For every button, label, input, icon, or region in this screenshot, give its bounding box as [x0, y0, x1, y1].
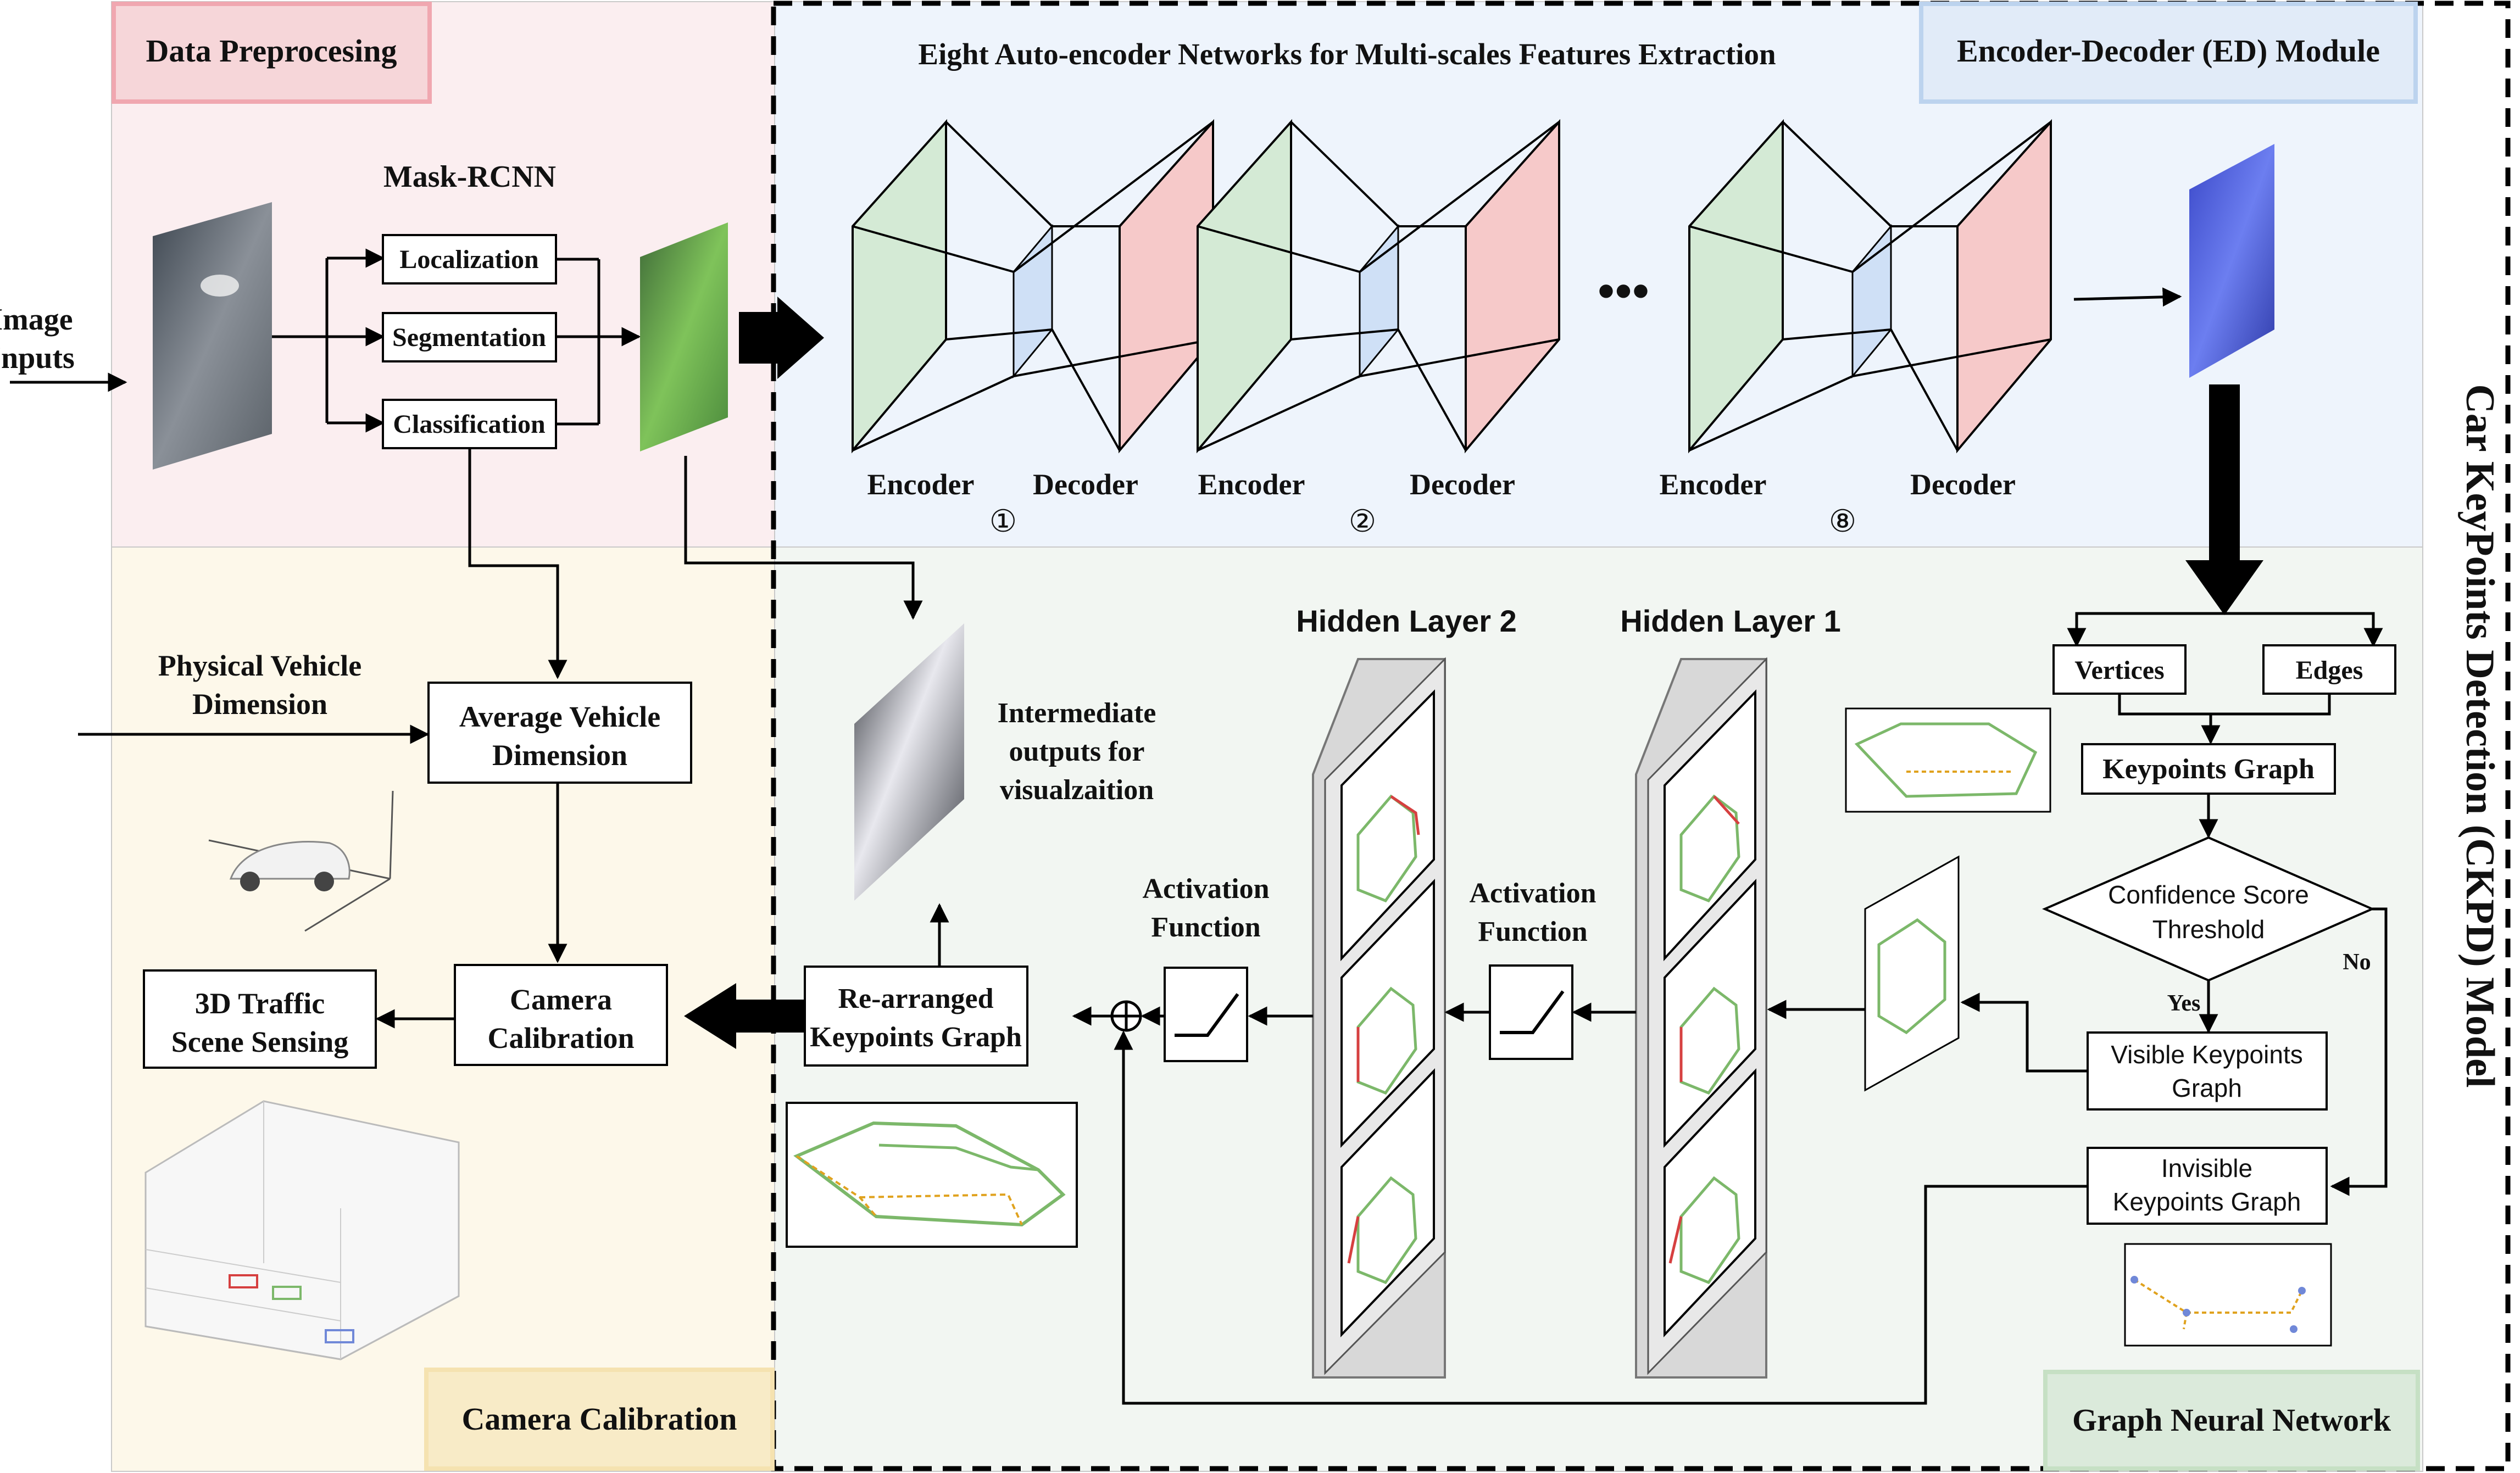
input-image-thumbnail	[153, 202, 272, 470]
invisible-graph-thumbnail	[2124, 1243, 2332, 1347]
sum-operator	[1110, 1000, 1142, 1032]
svg-text:Scene Sensing: Scene Sensing	[171, 1025, 349, 1058]
intermediate-label-3: visualzaition	[1000, 774, 1154, 806]
keypoints-graph-box: Keypoints Graph	[2081, 743, 2336, 795]
hidden-layer-2	[1312, 657, 1446, 1379]
physical-dimension-label: Physical Vehicle	[158, 649, 362, 682]
hidden-layer-1-label: Hidden Layer 1	[1620, 604, 1840, 638]
segmentation-box: Segmentation	[382, 312, 557, 362]
heatmap-image	[2189, 144, 2274, 378]
ckpd-model-boundary	[771, 1, 2511, 1471]
arrow-to-heatmap	[2073, 287, 2182, 307]
intermediate-output-image	[854, 623, 964, 901]
svg-text:Camera Calibration: Camera Calibration	[462, 1401, 737, 1437]
classification-box: Classification	[382, 399, 557, 449]
svg-text:Classification: Classification	[393, 410, 545, 439]
physical-dimension-label-2: Dimension	[192, 688, 327, 721]
svg-text:Data Preprocesing: Data Preprocesing	[146, 33, 397, 69]
svg-text:Keypoints Graph: Keypoints Graph	[810, 1022, 1022, 1053]
encoder-label-1: Encoder	[867, 468, 975, 501]
activation-label-1: Activation	[1469, 878, 1596, 909]
hidden-layer-2-label: Hidden Layer 2	[1296, 604, 1516, 638]
arrow-thick-to-calibration	[684, 983, 805, 1049]
localization-box: Localization	[382, 234, 557, 284]
autoencoder-1	[852, 119, 1214, 454]
car-icon	[201, 275, 239, 297]
encoder-label-2: Encoder	[1198, 468, 1305, 501]
3d-plot-thumbnail	[144, 1100, 460, 1360]
arrow-no-branch	[2330, 907, 2388, 1196]
invisible-keypoints-box: Invisible Keypoints Graph	[2087, 1147, 2328, 1225]
svg-text:Threshold: Threshold	[2152, 915, 2265, 944]
svg-text:Visible Keypoints: Visible Keypoints	[2111, 1040, 2302, 1069]
section-label-gnn: Graph Neural Network	[2043, 1370, 2420, 1471]
rearranged-graph-thumbnail	[786, 1102, 1078, 1248]
activation-box-1	[1489, 964, 1573, 1060]
autoencoder-2	[1197, 119, 1560, 454]
autoencoder-number-2: ②	[1349, 504, 1376, 538]
svg-text:Re-arranged: Re-arranged	[838, 983, 993, 1014]
yes-label: Yes	[2167, 991, 2201, 1016]
image-inputs-label: Image	[0, 303, 73, 337]
section-label-ed-module: Encoder-Decoder (ED) Module	[1919, 2, 2418, 104]
svg-text:Segmentation: Segmentation	[392, 323, 546, 352]
vertices-box: Vertices	[2052, 644, 2187, 695]
ed-title: Eight Auto-encoder Networks for Multi-sc…	[918, 37, 1776, 71]
intermediate-label: Intermediate	[998, 698, 1156, 729]
intermediate-label-2: outputs for	[1009, 736, 1144, 767]
activation-box-2	[1164, 967, 1248, 1062]
keypoints-graph-thumbnail	[1845, 707, 2051, 813]
image-inputs-label-2: Inputs	[0, 341, 75, 375]
arrow-visible-to-input	[1960, 992, 2088, 1073]
rearranged-keypoints-box: Re-arranged Keypoints Graph	[804, 966, 1028, 1067]
svg-text:Graph: Graph	[2172, 1074, 2242, 1102]
no-label: No	[2343, 950, 2371, 975]
activation-label-2: Activation	[1142, 873, 1269, 905]
autoencoder-number-8: ⑧	[1829, 504, 1856, 538]
svg-text:Confidence Score: Confidence Score	[2108, 880, 2309, 909]
svg-text:Graph Neural Network: Graph Neural Network	[2072, 1402, 2391, 1438]
section-label-camera-calibration: Camera Calibration	[424, 1368, 775, 1471]
ellipsis: •••	[1598, 264, 1650, 319]
arrow-residual-skip	[1114, 1030, 2088, 1405]
encoder-label-8: Encoder	[1660, 468, 1767, 501]
mask-rcnn-label: Mask-RCNN	[383, 160, 556, 194]
svg-text:Calibration: Calibration	[487, 1022, 634, 1054]
visible-graph-thumbnail	[1864, 855, 1960, 1092]
hidden-layer-1	[1635, 657, 1767, 1379]
svg-text:Vertices: Vertices	[2074, 656, 2164, 685]
segmentation-mask-image	[640, 222, 728, 451]
decoder-label-2: Decoder	[1410, 468, 1515, 501]
svg-text:Encoder-Decoder (ED) Module: Encoder-Decoder (ED) Module	[1957, 33, 2380, 69]
decoder-label-1: Decoder	[1033, 468, 1138, 501]
activation-label-2b: Function	[1151, 912, 1260, 943]
arrow-classification-to-avg	[468, 448, 568, 679]
svg-text:Camera: Camera	[510, 983, 612, 1016]
arrow-thick-to-gnn	[2185, 384, 2263, 615]
decoder-label-8: Decoder	[1910, 468, 2016, 501]
average-vehicle-dimension-box: Average Vehicle Dimension	[427, 682, 692, 784]
camera-calibration-box: Camera Calibration	[454, 964, 668, 1066]
svg-text:Invisible: Invisible	[2161, 1154, 2252, 1182]
arrow-thick-to-ed	[739, 297, 824, 379]
car-3d-axes-illustration	[208, 790, 394, 932]
traffic-scene-box: 3D Traffic Scene Sensing	[143, 969, 377, 1069]
svg-text:Average Vehicle: Average Vehicle	[459, 700, 660, 733]
svg-text:Edges: Edges	[2296, 656, 2363, 685]
svg-text:Dimension: Dimension	[492, 739, 627, 772]
section-label-data-preprocessing: Data Preprocesing	[112, 2, 432, 104]
model-title: Car KeyPoints Detection (CKPD) Model	[2457, 384, 2502, 1087]
svg-text:Keypoints Graph: Keypoints Graph	[2102, 754, 2315, 785]
svg-text:3D Traffic: 3D Traffic	[195, 987, 325, 1020]
arrow-mask-to-intermediate	[684, 456, 923, 620]
autoencoder-number-1: ①	[989, 504, 1017, 538]
edges-box: Edges	[2262, 644, 2396, 695]
svg-text:Localization: Localization	[399, 245, 538, 274]
autoencoder-8	[1688, 119, 2052, 454]
activation-label-1b: Function	[1478, 916, 1587, 947]
svg-text:Keypoints Graph: Keypoints Graph	[2113, 1187, 2301, 1216]
visible-keypoints-box: Visible Keypoints Graph	[2087, 1031, 2328, 1111]
